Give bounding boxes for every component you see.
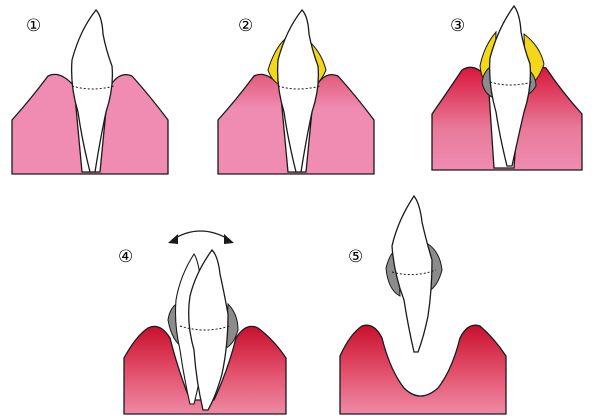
stage-5-label: ⑤ bbox=[348, 247, 363, 267]
stage-1: ① bbox=[12, 10, 168, 174]
stage-3: ③ bbox=[432, 6, 582, 170]
stage-5-extracted-tooth bbox=[392, 196, 432, 352]
stage-4-mobility-arrow bbox=[172, 231, 230, 240]
stage-4-arrowhead-right bbox=[224, 234, 234, 244]
stage-1-label: ① bbox=[26, 16, 41, 36]
stage-4: ④ bbox=[118, 231, 286, 414]
stage-5: ⑤ bbox=[340, 196, 506, 414]
stage-4-label: ④ bbox=[118, 247, 133, 267]
stage-2-label: ② bbox=[238, 16, 253, 36]
stage-2: ② bbox=[218, 10, 374, 174]
stage-3-label: ③ bbox=[450, 16, 465, 36]
stage-4-arrowhead-left bbox=[168, 234, 178, 244]
